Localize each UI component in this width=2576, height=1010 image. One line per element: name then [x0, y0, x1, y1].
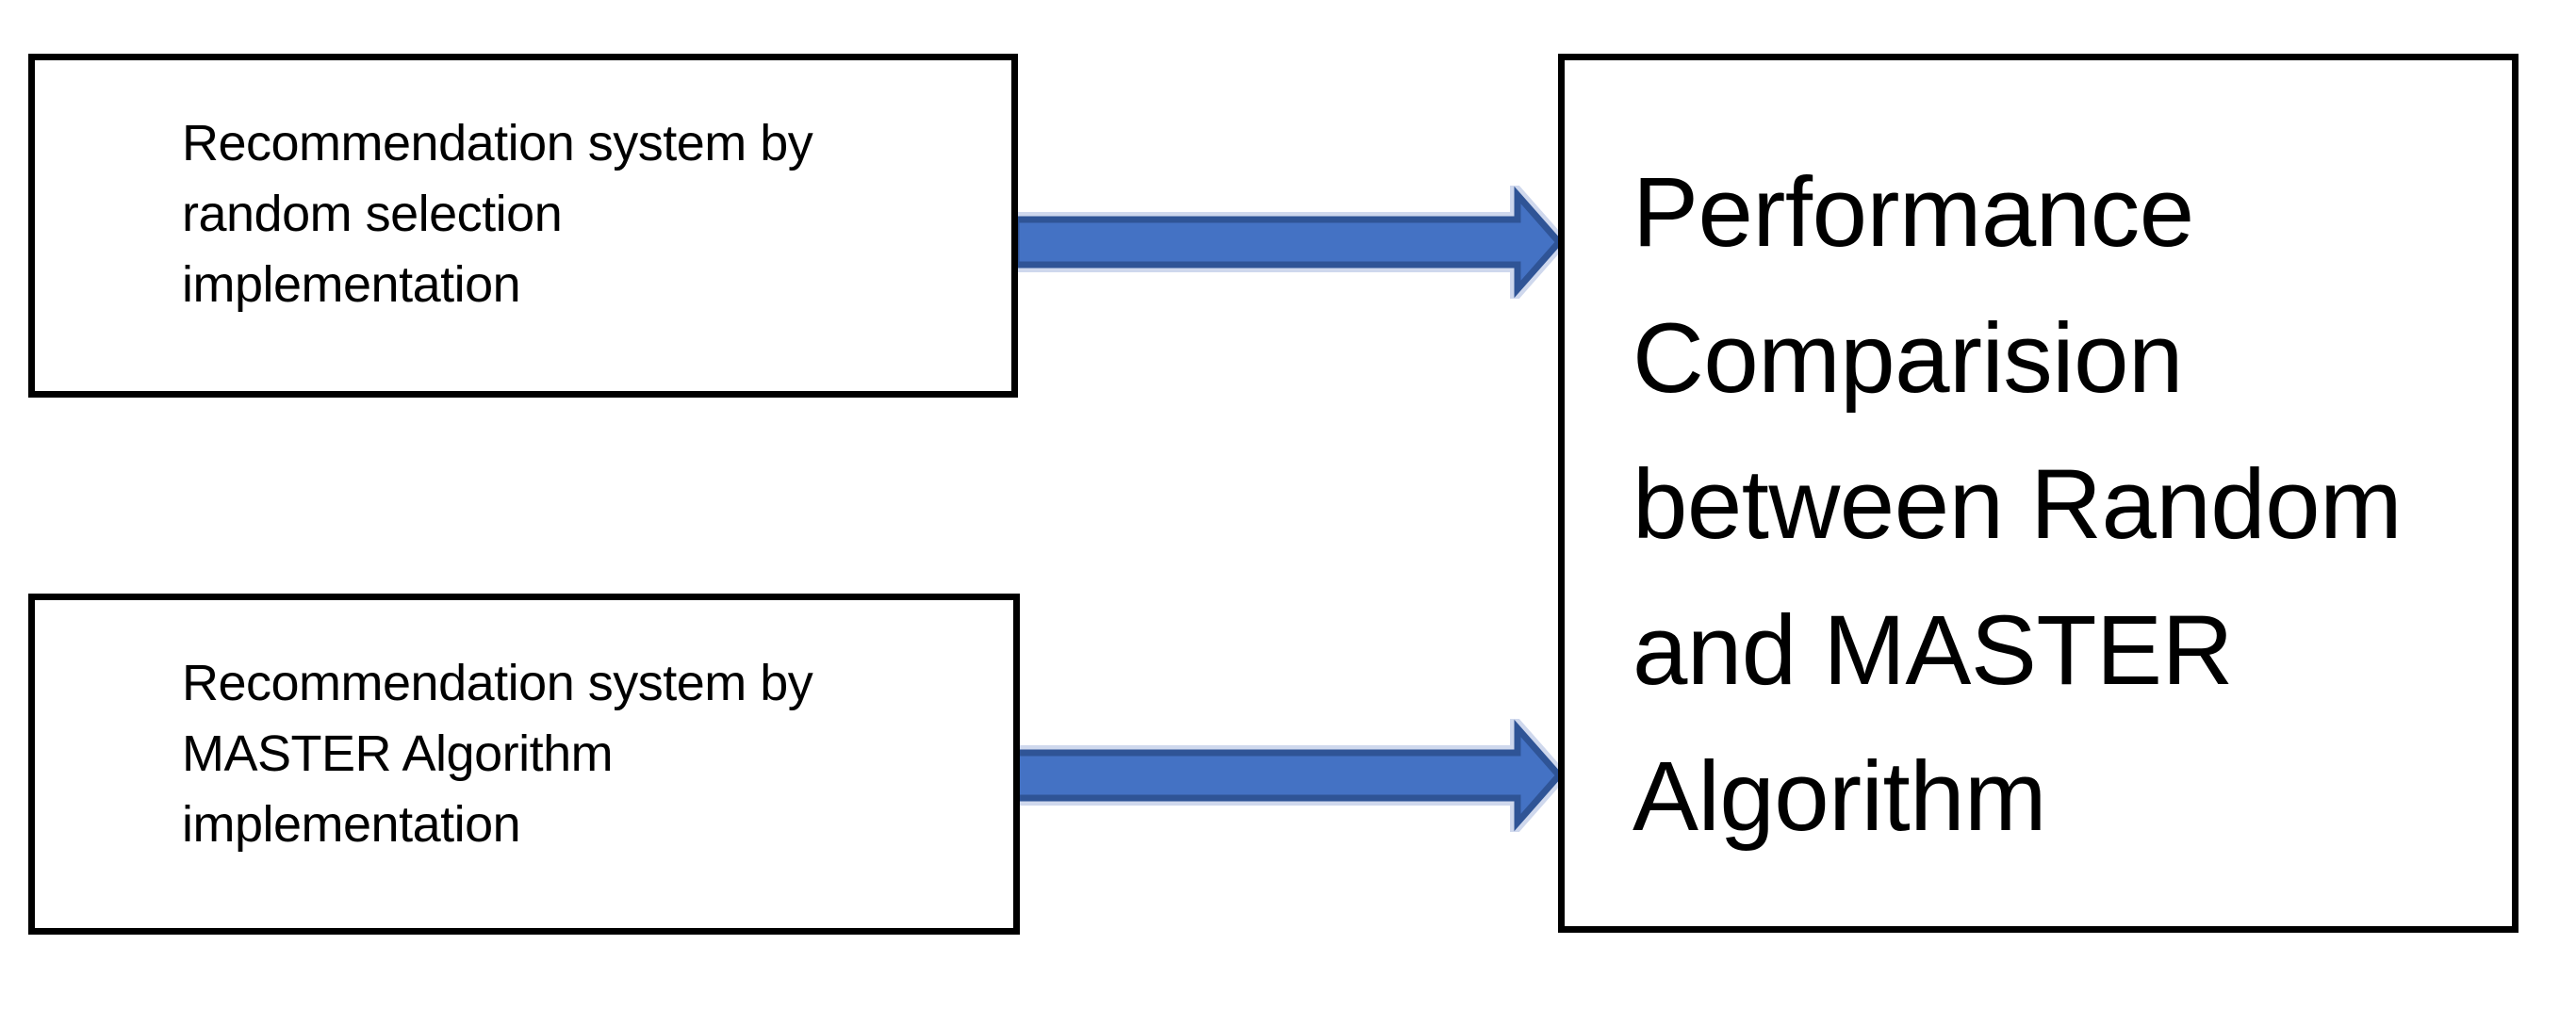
box-performance-comparison-label: Performance Comparision between Random a…	[1633, 157, 2403, 852]
box-random-selection-system: Recommendation system by random selectio…	[28, 54, 1018, 398]
arrow-body-shape	[1014, 186, 1563, 299]
box-performance-comparison: Performance Comparision between Random a…	[1558, 54, 2519, 933]
arrow-random-to-comparison	[1014, 186, 1563, 299]
arrow-body-shape	[1014, 719, 1563, 832]
box-master-algorithm-label: Recommendation system by MASTER Algorith…	[182, 655, 813, 853]
arrow-master-to-comparison	[1014, 719, 1563, 832]
right-block-arrow-icon	[1014, 719, 1563, 832]
right-block-arrow-icon	[1014, 186, 1563, 299]
box-random-selection-label: Recommendation system by random selectio…	[182, 115, 813, 313]
box-master-algorithm-system: Recommendation system by MASTER Algorith…	[28, 594, 1020, 935]
